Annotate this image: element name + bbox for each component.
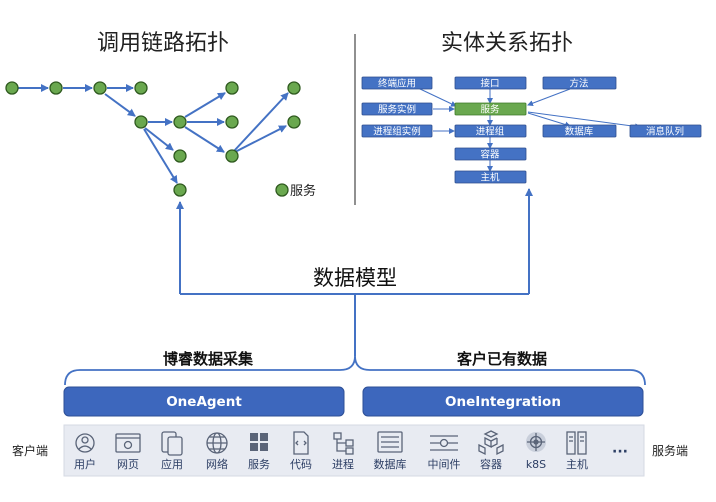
legend-service-label: 服务 [290, 183, 316, 199]
database-icon [377, 431, 403, 453]
entity-method [542, 76, 617, 90]
entity-container [454, 147, 527, 161]
tool-label-process: 进程 [332, 458, 354, 471]
webpage-icon [115, 433, 141, 453]
service-node [173, 183, 187, 197]
entity-message-queue-label: 消息队列 [646, 126, 684, 138]
tool-label-container: 容器 [480, 457, 502, 471]
entity-service-instance [361, 102, 433, 116]
service-node [225, 81, 239, 95]
host-icon [566, 431, 587, 455]
entity-service [454, 102, 527, 116]
entity-process-group-label: 进程组 [476, 126, 505, 138]
client-side-label: 客户端 [12, 443, 48, 458]
more-icon: ··· [612, 444, 628, 460]
service-node [287, 115, 301, 129]
entity-method-label: 方法 [569, 78, 588, 90]
entity-database [542, 124, 617, 138]
oneintegration-bar [362, 386, 644, 417]
service-node [49, 81, 63, 95]
service-node [173, 115, 187, 129]
middleware-icon [430, 435, 458, 451]
entity-interface [454, 76, 527, 90]
container-icon [478, 430, 504, 456]
data-model-label: 数据模型 [313, 266, 397, 290]
collection-brace [64, 355, 646, 386]
entity-host [454, 170, 527, 184]
tool-label-network: 网络 [206, 457, 228, 471]
service-node [287, 81, 301, 95]
app-icon [161, 431, 183, 456]
entity-process-group-instance-label: 进程组实例 [373, 126, 421, 138]
data-model-label-bg [304, 262, 406, 292]
k8s-icon [526, 432, 546, 452]
entity-host-label: 主机 [480, 172, 500, 184]
service-node [93, 81, 107, 95]
entity-edges [417, 87, 641, 172]
entity-service-label: 服务 [480, 104, 500, 116]
oneagent-label: OneAgent [166, 394, 242, 410]
tool-label-k8s: k8S [526, 458, 546, 471]
oneagent-bar [63, 386, 345, 417]
data-model-connectors [176, 188, 533, 356]
service-node [173, 149, 187, 163]
call-chain-edges [18, 84, 289, 184]
entity-container-label: 容器 [480, 149, 500, 161]
server-side-label: 服务端 [652, 443, 688, 458]
entity-topology-title: 实体关系拓扑 [441, 31, 573, 56]
tool-label-app: 应用 [161, 457, 183, 471]
service-node [134, 81, 148, 95]
entity-service-instance-label: 服务实例 [378, 104, 416, 116]
service-node [225, 115, 239, 129]
tool-label-middleware: 中间件 [428, 458, 461, 471]
tool-label-database: 数据库 [374, 457, 407, 471]
tool-label-user: 用户 [74, 457, 96, 471]
call-chain-title: 调用链路拓扑 [97, 31, 229, 56]
entity-interface-label: 接口 [480, 78, 499, 90]
tool-label-code: 代码 [290, 458, 312, 471]
service-node [134, 115, 148, 129]
entity-process-group [454, 124, 527, 138]
process-icon [333, 432, 354, 455]
entity-database-label: 数据库 [565, 126, 594, 138]
tool-label-service: 服务 [248, 458, 270, 471]
entity-terminal-app-label: 终端应用 [378, 78, 416, 90]
code-icon [293, 431, 309, 455]
service-node [225, 149, 239, 163]
network-icon [206, 432, 228, 454]
collection-right-label: 客户已有数据 [456, 350, 547, 368]
entity-terminal-app [361, 76, 433, 90]
collection-left-label: 博睿数据采集 [163, 350, 254, 368]
service-node [5, 81, 19, 95]
service-icon [250, 433, 268, 451]
entity-message-queue [629, 124, 702, 138]
entity-process-group-instance [361, 124, 433, 138]
data-source-strip [63, 424, 645, 477]
tool-label-host: 主机 [566, 457, 588, 471]
legend-service-swatch [275, 183, 289, 197]
user-icon [75, 433, 95, 453]
tool-label-webpage: 网页 [117, 458, 139, 471]
oneintegration-label: OneIntegration [445, 394, 561, 410]
